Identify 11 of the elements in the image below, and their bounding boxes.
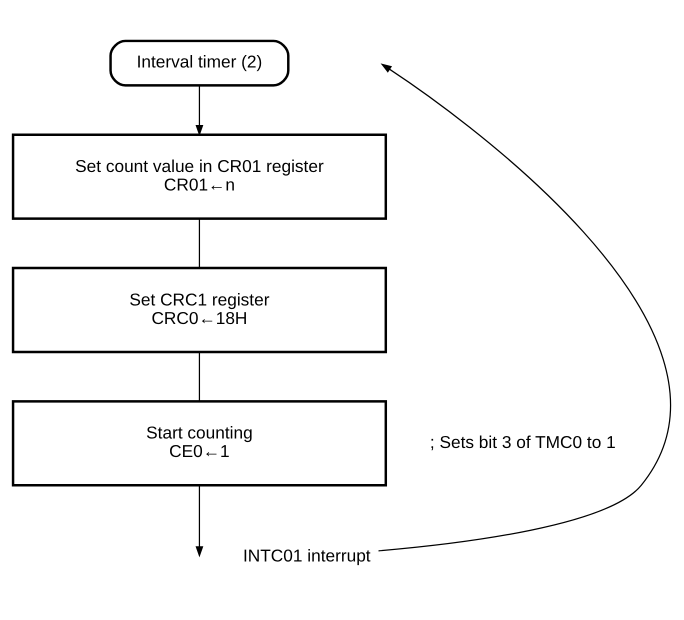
connector (198, 218, 200, 268)
node-box: Interval timer (2) (109, 40, 290, 87)
connector (198, 352, 200, 402)
arrow (196, 86, 204, 136)
node-box: Start counting CE0←1 (12, 400, 388, 486)
node-box: Set count value in CR01 register CR01←n (12, 134, 388, 220)
node-label: ; Sets bit 3 of TMC0 to 1 (430, 432, 616, 452)
node-box: Set CRC1 register CRC0←18H (12, 266, 388, 354)
arrow (196, 485, 204, 558)
node-text: INTC01 interrupt (242, 545, 371, 566)
arrow (378, 63, 670, 552)
